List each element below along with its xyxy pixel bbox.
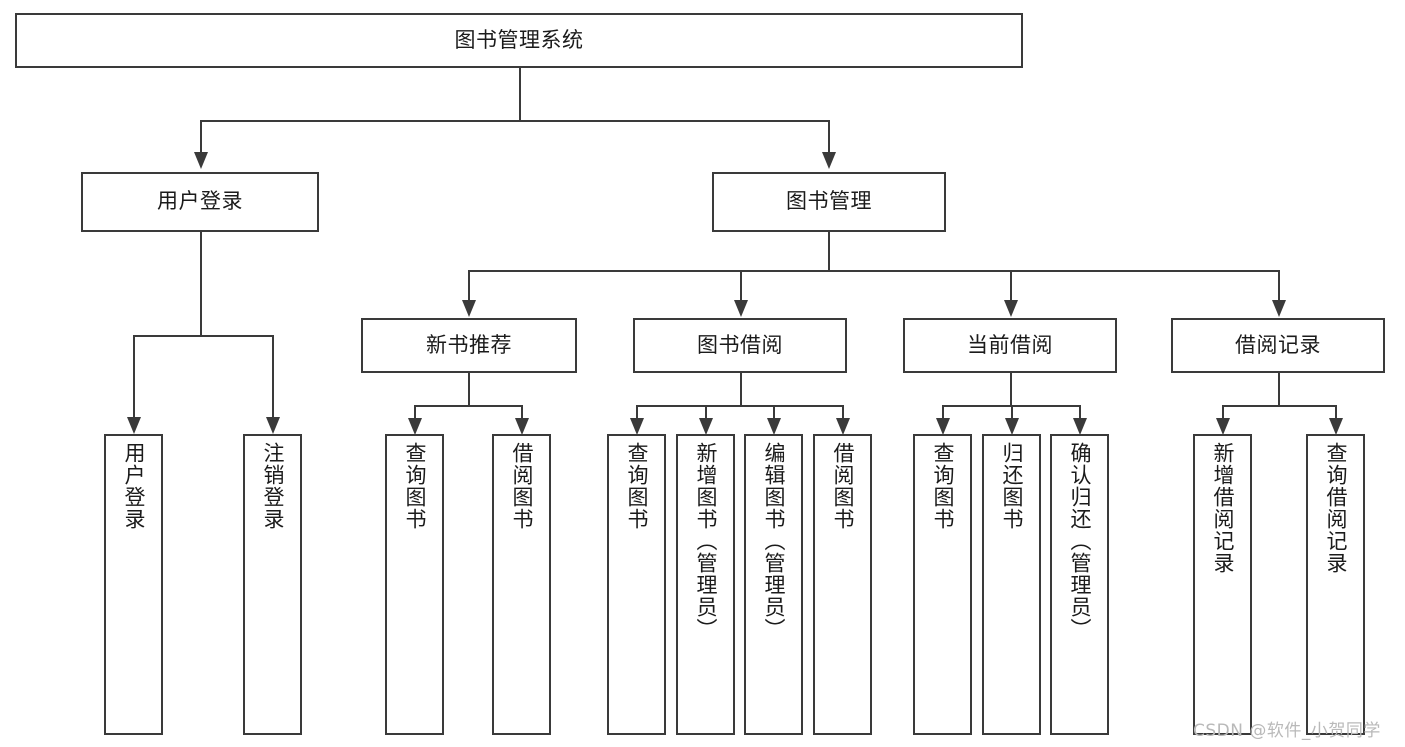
node-user-login[interactable]: 用户登录	[81, 172, 319, 232]
connector-root-bar	[200, 120, 828, 122]
arrow-root-to-user-login	[194, 152, 208, 169]
leaf-label: 查询图书	[930, 442, 955, 530]
connector-book-borrow-stem	[740, 373, 742, 405]
leaf-confirm-return[interactable]: 确认归还（管理员）	[1050, 434, 1109, 735]
connector-new-book-stem	[468, 373, 470, 405]
node-new-book-recommend[interactable]: 新书推荐	[361, 318, 577, 373]
arrow-bb-to-leaf-2	[699, 418, 713, 435]
connector-bb-to-leaf-1	[636, 405, 638, 418]
arrow-cb-to-leaf-1	[936, 418, 950, 435]
leaf-query-book-1[interactable]: 查询图书	[385, 434, 444, 735]
leaf-return-book[interactable]: 归还图书	[982, 434, 1041, 735]
connector-book-management-bar	[468, 270, 1278, 272]
node-book-management[interactable]: 图书管理	[712, 172, 946, 232]
leaf-edit-book[interactable]: 编辑图书（管理员）	[744, 434, 803, 735]
node-label: 图书借阅	[697, 332, 783, 357]
leaf-label: 查询图书	[624, 442, 649, 530]
arrow-bb-to-leaf-4	[836, 418, 850, 435]
csdn-watermark: CSDN @软件_小贺同学	[1193, 721, 1381, 741]
arrow-bm-to-current-borrow	[1004, 300, 1018, 317]
connector-br-to-leaf-1	[1222, 405, 1224, 418]
connector-new-book-to-leaf-1	[414, 405, 416, 418]
arrow-new-book-to-leaf-1	[408, 418, 422, 435]
connector-cb-to-leaf-1	[942, 405, 944, 418]
connector-user-login-to-leaf-1	[133, 335, 135, 417]
connector-book-management-stem	[828, 232, 830, 270]
leaf-borrow-book-2[interactable]: 借阅图书	[813, 434, 872, 735]
leaf-query-record[interactable]: 查询借阅记录	[1306, 434, 1365, 735]
leaf-query-book-2[interactable]: 查询图书	[607, 434, 666, 735]
arrow-br-to-leaf-1	[1216, 418, 1230, 435]
arrow-user-login-to-leaf-1	[127, 417, 141, 434]
connector-root-stem	[519, 68, 521, 120]
leaf-label: 归还图书	[999, 442, 1024, 530]
arrow-user-login-to-leaf-2	[266, 417, 280, 434]
leaf-label: 用户登录	[121, 442, 146, 530]
leaf-borrow-book-1[interactable]: 借阅图书	[492, 434, 551, 735]
leaf-add-book[interactable]: 新增图书（管理员）	[676, 434, 735, 735]
arrow-bb-to-leaf-3	[767, 418, 781, 435]
leaf-label: 借阅图书	[509, 442, 534, 530]
leaf-label: 编辑图书（管理员）	[761, 442, 786, 640]
node-book-borrow[interactable]: 图书借阅	[633, 318, 847, 373]
leaf-label: 查询图书	[402, 442, 427, 530]
connector-book-borrow-bar	[636, 405, 843, 407]
node-current-borrow[interactable]: 当前借阅	[903, 318, 1117, 373]
leaf-logout-login[interactable]: 注销登录	[243, 434, 302, 735]
connector-bm-to-book-borrow	[740, 270, 742, 300]
connector-borrow-record-bar	[1222, 405, 1336, 407]
node-label: 图书管理	[786, 189, 872, 214]
connector-bb-to-leaf-4	[842, 405, 844, 418]
leaf-query-book-3[interactable]: 查询图书	[913, 434, 972, 735]
connector-user-login-to-leaf-2	[272, 335, 274, 417]
arrow-cb-to-leaf-2	[1005, 418, 1019, 435]
leaf-add-record[interactable]: 新增借阅记录	[1193, 434, 1252, 735]
arrow-bb-to-leaf-1	[630, 418, 644, 435]
node-label: 借阅记录	[1235, 332, 1321, 357]
connector-bb-to-leaf-3	[773, 405, 775, 418]
connector-bm-to-new-book	[468, 270, 470, 300]
connector-new-book-to-leaf-2	[521, 405, 523, 418]
arrow-br-to-leaf-2	[1329, 418, 1343, 435]
connector-root-to-book-management	[828, 120, 830, 152]
leaf-label: 新增图书（管理员）	[693, 442, 718, 640]
node-label: 用户登录	[157, 189, 243, 214]
node-borrow-record[interactable]: 借阅记录	[1171, 318, 1385, 373]
connector-current-borrow-stem	[1010, 373, 1012, 405]
node-label: 新书推荐	[426, 332, 512, 357]
connector-borrow-record-stem	[1278, 373, 1280, 405]
connector-bm-to-borrow-record	[1278, 270, 1280, 300]
arrow-root-to-book-management	[822, 152, 836, 169]
leaf-label: 确认归还（管理员）	[1067, 442, 1092, 640]
leaf-label: 借阅图书	[830, 442, 855, 530]
node-label: 图书管理系统	[454, 27, 584, 52]
connector-br-to-leaf-2	[1335, 405, 1337, 418]
node-label: 当前借阅	[967, 332, 1053, 357]
connector-bb-to-leaf-2	[705, 405, 707, 418]
node-book-management-system[interactable]: 图书管理系统	[15, 13, 1023, 68]
arrow-bm-to-borrow-record	[1272, 300, 1286, 317]
connector-root-to-user-login	[200, 120, 202, 152]
connector-cb-to-leaf-2	[1011, 405, 1013, 418]
leaf-label: 新增借阅记录	[1210, 442, 1235, 574]
connector-bm-to-current-borrow	[1010, 270, 1012, 300]
arrow-new-book-to-leaf-2	[515, 418, 529, 435]
leaf-label: 注销登录	[260, 442, 285, 530]
connector-new-book-bar	[414, 405, 522, 407]
leaf-user-login[interactable]: 用户登录	[104, 434, 163, 735]
connector-user-login-bar	[133, 335, 272, 337]
arrow-cb-to-leaf-3	[1073, 418, 1087, 435]
arrow-bm-to-book-borrow	[734, 300, 748, 317]
leaf-label: 查询借阅记录	[1323, 442, 1348, 574]
connector-cb-to-leaf-3	[1079, 405, 1081, 418]
connector-user-login-stem	[200, 232, 202, 335]
arrow-bm-to-new-book	[462, 300, 476, 317]
